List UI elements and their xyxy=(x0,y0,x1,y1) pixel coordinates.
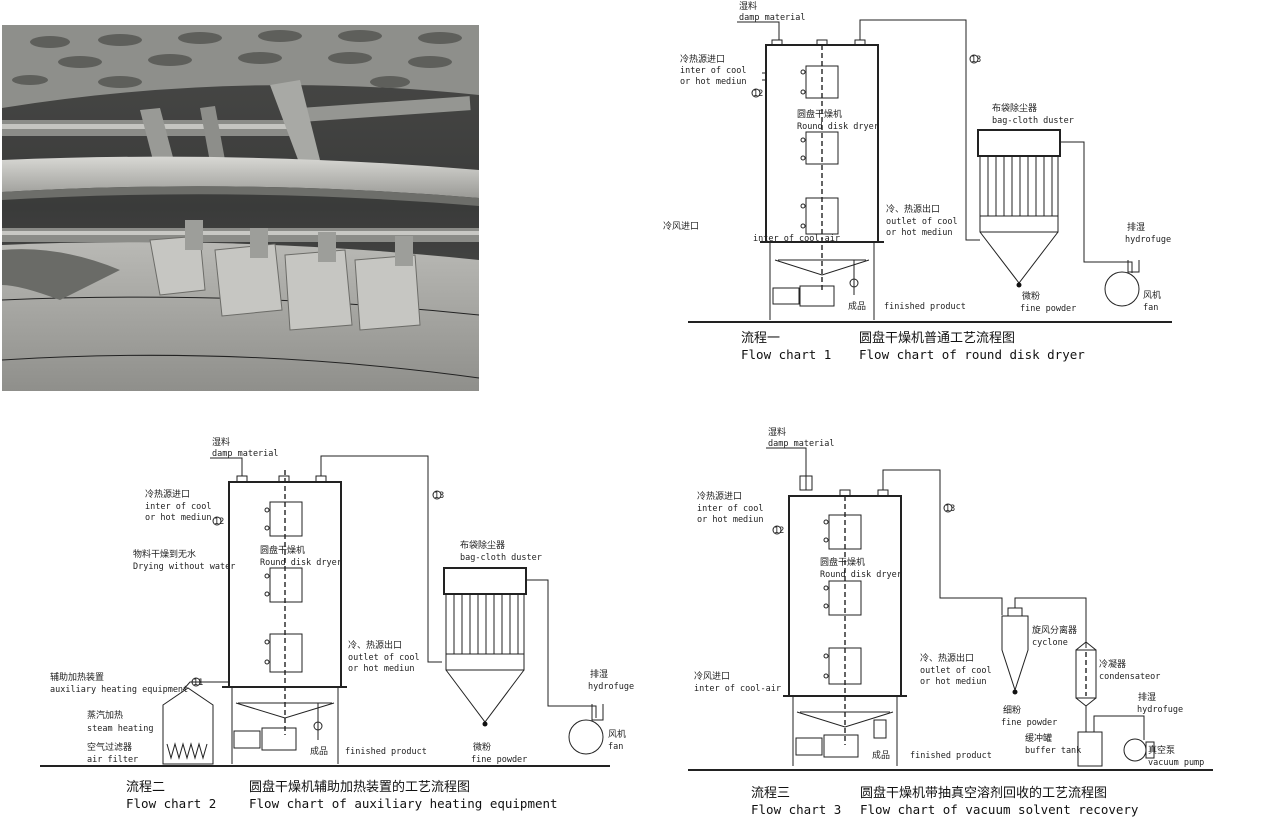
fc2-bag-cn: 布袋除尘器 xyxy=(460,539,505,551)
fc3-caption-en2: Flow chart of vacuum solvent recovery xyxy=(860,802,1139,817)
fc2-steam-cn: 蒸汽加热 xyxy=(87,709,123,721)
fc2-outlet-en2: or hot mediun xyxy=(348,664,415,674)
fc3-caption-cn1: 流程三 xyxy=(751,786,790,801)
fc3-outlet-en2: or hot mediun xyxy=(920,677,987,687)
fc3-outlet-en1: outlet of cool xyxy=(920,666,992,676)
fc3-product-en: finished product xyxy=(910,751,992,761)
fc2-caption-en2: Flow chart of auxiliary heating equipmen… xyxy=(249,796,558,811)
fc2-fan-cn: 风机 xyxy=(608,728,626,740)
fc2-hydro-cn: 排湿 xyxy=(590,668,608,680)
fc2-caption-cn2: 圆盘干燥机辅助加热装置的工艺流程图 xyxy=(249,779,470,795)
svg-text:12: 12 xyxy=(214,517,224,527)
fc1-coolair-cn: 冷风进口 xyxy=(663,220,699,232)
fc1-fan-cn: 风机 xyxy=(1143,289,1161,301)
fc3-fine-en: fine powder xyxy=(1001,718,1057,728)
fc1-outlet-en2: or hot mediun xyxy=(886,228,953,238)
fc1-bag-en: bag-cloth duster xyxy=(992,116,1074,126)
fc3-inlet-cn: 冷热源进口 xyxy=(697,490,742,502)
fc3-hydro-en: hydrofuge xyxy=(1137,705,1183,715)
fc3-condens-cn: 冷凝器 xyxy=(1099,658,1126,670)
fc2-damp-en: damp material xyxy=(212,449,279,459)
fc2-bag-en: bag-cloth duster xyxy=(460,553,542,563)
fc1-caption-en1: Flow chart 1 xyxy=(741,347,831,362)
fc1-caption-cn1: 流程一 xyxy=(741,331,780,346)
fc3-coolair-cn: 冷风进口 xyxy=(694,670,730,682)
fc3-cyclone-en: cyclone xyxy=(1032,638,1068,648)
fc3-inlet-en2: or hot mediun xyxy=(697,515,764,525)
fc2-outlet-cn: 冷、热源出口 xyxy=(348,639,402,651)
fc1-dryer-en: Round disk dryer xyxy=(797,122,879,132)
fc2-aux-en: auxiliary heating equipment xyxy=(50,685,188,695)
fc2-product-cn: 成品 xyxy=(310,745,328,757)
fc3-product-cn: 成品 xyxy=(872,749,890,761)
fc2-fan-en: fan xyxy=(608,742,623,752)
svg-text:12: 12 xyxy=(774,526,784,536)
fc2-dryer-cn: 圆盘干燥机 xyxy=(260,544,305,556)
fc2-drywater-cn: 物料干燥到无水 xyxy=(133,548,196,560)
fc2-fine-cn: 微粉 xyxy=(473,741,491,753)
fc3-damp-en: damp material xyxy=(768,439,835,449)
fc2-caption-cn1: 流程二 xyxy=(126,780,165,795)
fc1-hydro-en: hydrofuge xyxy=(1125,235,1171,245)
fc1-coolair-en: inter of cool-air xyxy=(753,234,840,244)
fc1-inlet-en1: inter of cool xyxy=(680,66,747,76)
fc3-outlet-cn: 冷、热源出口 xyxy=(920,652,974,664)
fc3-caption-cn2: 圆盘干燥机带抽真空溶剂回收的工艺流程图 xyxy=(860,785,1107,801)
fc1-dryer-cn: 圆盘干燥机 xyxy=(797,108,842,120)
fc3-damp-cn: 湿料 xyxy=(768,426,786,438)
fc3-vacuum-en: vacuum pump xyxy=(1148,758,1204,768)
fc2-product-en: finished product xyxy=(345,747,427,757)
fc3-vacuum-cn: 真空泵 xyxy=(1148,744,1175,756)
svg-text:12: 12 xyxy=(753,89,763,99)
fc1-hydro-cn: 排湿 xyxy=(1127,221,1145,233)
svg-text:13: 13 xyxy=(971,55,981,65)
fc3-fine-cn: 细粉 xyxy=(1003,704,1021,716)
fc3-hydro-cn: 排湿 xyxy=(1138,691,1156,703)
fc1-caption-cn2: 圆盘干燥机普通工艺流程图 xyxy=(859,330,1015,346)
fc2-dryer-en: Round disk dryer xyxy=(260,558,342,568)
fc3-dryer-en: Round disk dryer xyxy=(820,570,902,580)
fc2-fine-en: fine powder xyxy=(471,755,527,765)
fc1-damp-material-en: damp material xyxy=(739,13,806,23)
fc1-bag-cn: 布袋除尘器 xyxy=(992,102,1037,114)
fc1-fan-en: fan xyxy=(1143,303,1158,313)
fc3-buffer-en: buffer tank xyxy=(1025,746,1081,756)
fc3-condens-en: condensateor xyxy=(1099,672,1160,682)
fc2-drywater-en: Drying without water xyxy=(133,562,235,572)
fc2-filter-cn: 空气过滤器 xyxy=(87,741,132,753)
fc3-buffer-cn: 缓冲罐 xyxy=(1025,732,1052,744)
fc2-caption-en1: Flow chart 2 xyxy=(126,796,216,811)
fc1-fine-cn: 微粉 xyxy=(1022,290,1040,302)
fc2-hydro-en: hydrofuge xyxy=(588,682,634,692)
fc1-product-en: finished product xyxy=(884,302,966,312)
fc2-damp-cn: 湿料 xyxy=(212,436,230,448)
fc1-outlet-en1: outlet of cool xyxy=(886,217,958,227)
fc3-inlet-en1: inter of cool xyxy=(697,504,764,514)
fc2-inlet-en2: or hot mediun xyxy=(145,513,212,523)
dryer-interior-photo xyxy=(1,25,480,391)
fc2-steam-en: steam heating xyxy=(87,724,154,734)
fc2-inlet-en1: inter of cool xyxy=(145,502,212,512)
fc3-caption-en1: Flow chart 3 xyxy=(751,802,841,817)
fc3-coolair-en: inter of cool-air xyxy=(694,684,781,694)
fc2-inlet-cn: 冷热源进口 xyxy=(145,488,190,500)
fc3-dryer-cn: 圆盘干燥机 xyxy=(820,556,865,568)
fc1-inlet-en2: or hot mediun xyxy=(680,77,747,87)
svg-text:13: 13 xyxy=(945,504,955,514)
fc2-filter-en: air filter xyxy=(87,755,138,765)
fc1-inlet-cn: 冷热源进口 xyxy=(680,53,725,65)
fc1-product-cn: 成品 xyxy=(848,300,866,312)
svg-text:13: 13 xyxy=(434,491,444,501)
fc1-damp-material-cn: 湿料 xyxy=(739,0,757,12)
svg-text:11: 11 xyxy=(193,678,203,688)
fc3-cyclone-cn: 旋风分离器 xyxy=(1032,624,1077,636)
fc1-fine-en: fine powder xyxy=(1020,304,1076,314)
fc2-aux-cn: 辅助加热装置 xyxy=(50,671,104,683)
fc1-caption-en2: Flow chart of round disk dryer xyxy=(859,347,1085,362)
fc2-outlet-en1: outlet of cool xyxy=(348,653,420,663)
fc1-outlet-cn: 冷、热源出口 xyxy=(886,203,940,215)
